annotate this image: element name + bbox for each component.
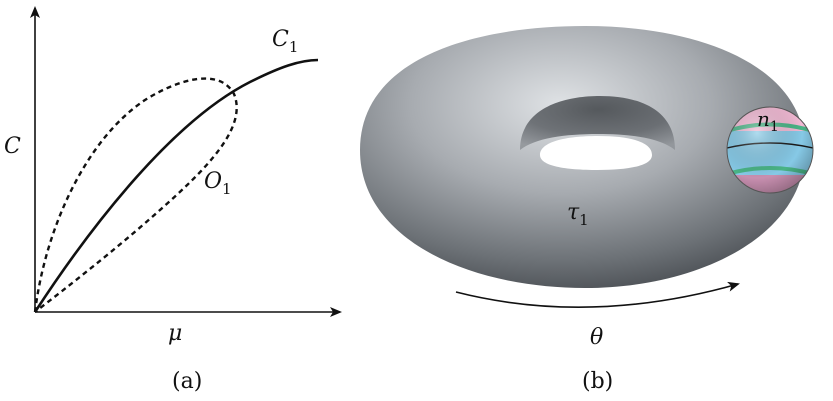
caption-b: (b) <box>582 369 613 394</box>
theta-arrow <box>455 281 740 308</box>
label-o1: O1 <box>204 169 232 198</box>
curve-o1-loop <box>33 77 238 313</box>
label-tau1-subscript: 1 <box>579 211 589 229</box>
torus-hole <box>543 140 650 160</box>
sphere-n1 <box>727 107 813 193</box>
theta-label: θ <box>590 325 603 350</box>
torus <box>360 26 805 288</box>
caption-a: (a) <box>172 369 202 394</box>
y-axis-label: C <box>4 134 21 159</box>
label-n1: n1 <box>757 107 779 135</box>
panel-b: n1 τ1 θ (b) <box>360 26 814 394</box>
label-tau1: τ1 <box>567 200 589 229</box>
sphere-outline <box>726 106 814 194</box>
curve-c1 <box>33 58 319 313</box>
label-c1: C1 <box>272 27 298 56</box>
label-o1-subscript: 1 <box>222 180 232 198</box>
panel-a: C μ C1 O1 (a) <box>4 6 342 394</box>
label-n1-subscript: 1 <box>770 119 779 135</box>
torus-inner-wall <box>520 96 675 150</box>
label-c1-subscript: 1 <box>289 38 299 56</box>
x-axis-label: μ <box>168 321 182 346</box>
